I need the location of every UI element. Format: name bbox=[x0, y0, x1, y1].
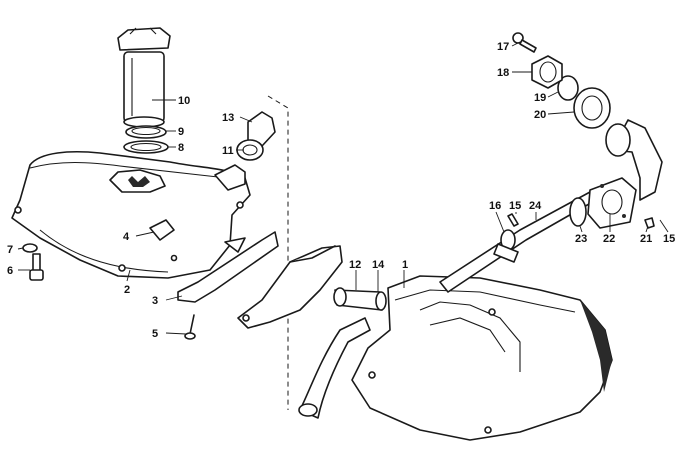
center-mount-bracket bbox=[237, 245, 343, 329]
callout-15-right: 15 bbox=[663, 233, 675, 245]
callout-22: 22 bbox=[603, 233, 615, 245]
callout-17: 17 bbox=[497, 41, 509, 53]
filler-cap bbox=[531, 55, 563, 89]
fuel-sender-unit bbox=[117, 27, 171, 128]
callout-3: 3 bbox=[152, 295, 158, 307]
leader-lines bbox=[17, 41, 669, 335]
washer bbox=[22, 243, 38, 253]
screw bbox=[184, 314, 196, 340]
callout-1: 1 bbox=[402, 259, 408, 271]
seal-ring-small bbox=[569, 197, 587, 227]
callout-15-upper: 15 bbox=[509, 200, 521, 212]
right-fuel-tank bbox=[351, 275, 613, 441]
cap-seal bbox=[557, 75, 579, 101]
flange-screw bbox=[644, 217, 655, 229]
small-screw bbox=[507, 213, 519, 227]
callout-5: 5 bbox=[152, 328, 158, 340]
callout-4: 4 bbox=[123, 231, 130, 243]
callout-21: 21 bbox=[640, 233, 652, 245]
callout-7: 7 bbox=[7, 244, 13, 256]
callout-24: 24 bbox=[529, 200, 542, 212]
callout-11: 11 bbox=[222, 145, 234, 157]
tank-bracket bbox=[149, 219, 175, 241]
callout-18: 18 bbox=[497, 67, 509, 79]
callout-19: 19 bbox=[534, 92, 546, 104]
callout-20: 20 bbox=[534, 109, 546, 121]
bolt bbox=[29, 253, 44, 281]
filler-flange bbox=[587, 177, 637, 229]
callout-6: 6 bbox=[7, 265, 13, 277]
support-bracket bbox=[177, 231, 279, 303]
callout-23: 23 bbox=[575, 233, 587, 245]
tube-clamp bbox=[493, 229, 519, 263]
filler-ring bbox=[573, 87, 611, 129]
pipe-connector bbox=[333, 287, 387, 311]
hose-connector bbox=[236, 139, 264, 161]
callout-13: 13 bbox=[222, 112, 234, 124]
callout-9: 9 bbox=[178, 126, 184, 138]
assembly-axis-line bbox=[267, 95, 289, 410]
callout-10: 10 bbox=[178, 95, 190, 107]
left-fuel-tank bbox=[11, 151, 251, 279]
callout-12: 12 bbox=[349, 259, 361, 271]
callout-14: 14 bbox=[372, 259, 385, 271]
callout-16: 16 bbox=[489, 200, 501, 212]
callout-2: 2 bbox=[124, 284, 130, 296]
fuel-line bbox=[299, 317, 371, 419]
callout-8: 8 bbox=[178, 142, 184, 154]
cap-key bbox=[512, 32, 537, 53]
callout-labels: 1 2 3 4 5 6 7 8 9 10 11 12 13 14 15 15 1… bbox=[7, 41, 675, 340]
